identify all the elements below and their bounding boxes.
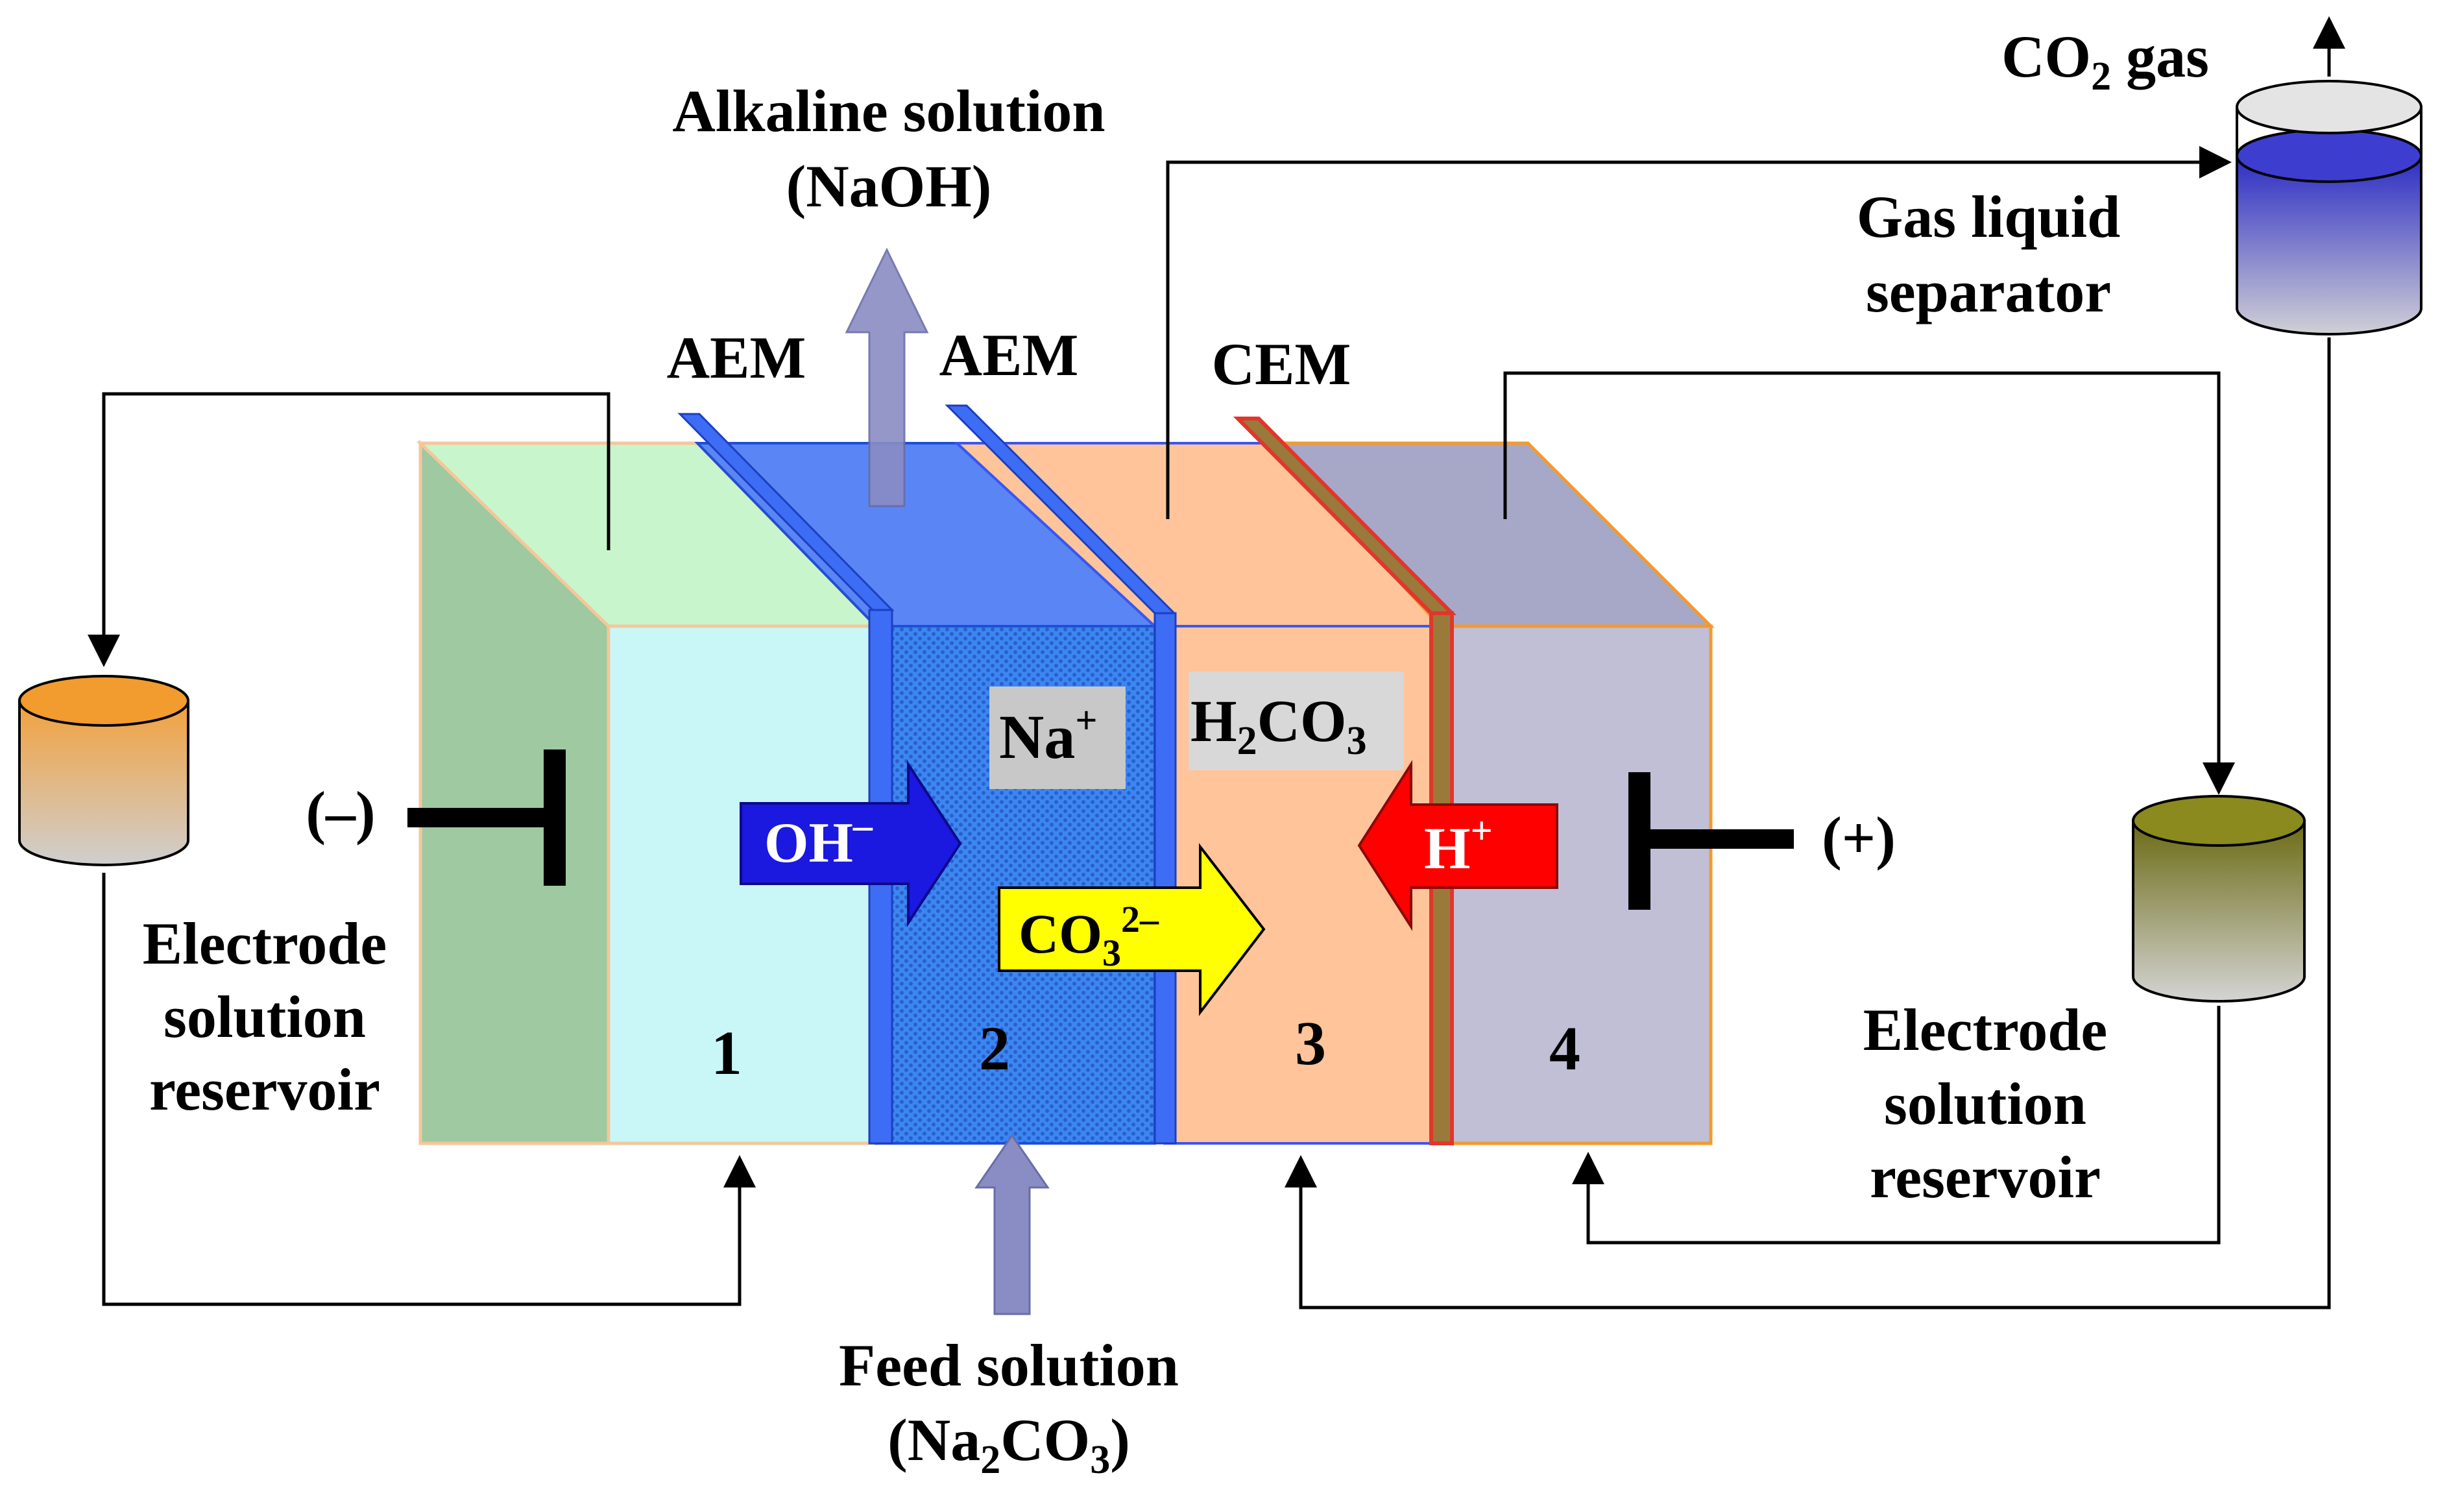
pipe-chamber1-to-left-reservoir — [88, 392, 610, 667]
pipe-left-reservoir-to-chamber1 — [102, 873, 756, 1306]
svg-text:H2CO3: H2CO3 — [1190, 688, 1367, 763]
left-reservoir — [18, 675, 189, 866]
cathode: (–) — [306, 749, 566, 886]
right-reservoir-label-2: solution — [1884, 1071, 2086, 1137]
chamber-4-number: 4 — [1549, 1014, 1580, 1083]
oh-ion-arrow: OH– — [740, 760, 962, 927]
left-reservoir-label-1: Electrode — [143, 910, 387, 977]
right-reservoir-label-3: reservoir — [1870, 1144, 2101, 1210]
co3-ion-arrow: CO32– — [998, 843, 1266, 1016]
aem-membrane-right — [945, 404, 1177, 1145]
anode-sign: (+) — [1822, 805, 1896, 871]
cem-label: CEM — [1212, 331, 1351, 397]
anode: (+) — [1628, 772, 1896, 910]
piping — [88, 16, 2345, 1309]
svg-text:Na+: Na+ — [999, 699, 1098, 772]
left-reservoir-label-2: solution — [163, 984, 366, 1050]
chamber-1-number: 1 — [711, 1018, 742, 1088]
feed-input-arrow — [974, 1134, 1050, 1315]
gas-liquid-separator — [2236, 80, 2422, 335]
na-ion-box: Na+ — [989, 687, 1126, 789]
naoh-label: (NaOH) — [786, 153, 992, 219]
svg-text:H+: H+ — [1424, 809, 1493, 881]
aem-left-label: AEM — [667, 324, 806, 391]
pipe-right-reservoir-to-chamber4 — [1572, 1006, 2221, 1245]
na2co3-label: (Na2CO3) — [888, 1407, 1130, 1482]
right-reservoir-label-1: Electrode — [1863, 997, 2107, 1063]
co2-gas-label: CO2 gas — [2001, 23, 2209, 99]
left-reservoir-label-3: reservoir — [149, 1056, 380, 1123]
pipe-chamber4-to-right-reservoir — [1503, 371, 2235, 795]
right-reservoir — [2132, 795, 2306, 1003]
pipe-chamber3-to-separator — [1166, 146, 2232, 519]
gas-liquid-label: Gas liquid — [1857, 184, 2121, 250]
chamber-2-number: 2 — [979, 1014, 1010, 1083]
h-ion-arrow: H+ — [1357, 760, 1558, 931]
svg-text:CO32–: CO32– — [1019, 898, 1159, 974]
alkaline-output-arrow — [845, 247, 929, 507]
separator-label: separator — [1866, 258, 2111, 324]
pipe-separator-to-chamber3 — [1285, 337, 2331, 1309]
h2co3-box: H2CO3 — [1189, 672, 1404, 770]
aem-right-label: AEM — [939, 322, 1079, 388]
alkaline-solution-label: Alkaline solution — [672, 78, 1105, 144]
svg-text:OH–: OH– — [764, 804, 873, 875]
chamber-3-number: 3 — [1295, 1008, 1326, 1078]
feed-solution-label: Feed solution — [839, 1332, 1179, 1398]
cathode-sign: (–) — [306, 779, 375, 846]
